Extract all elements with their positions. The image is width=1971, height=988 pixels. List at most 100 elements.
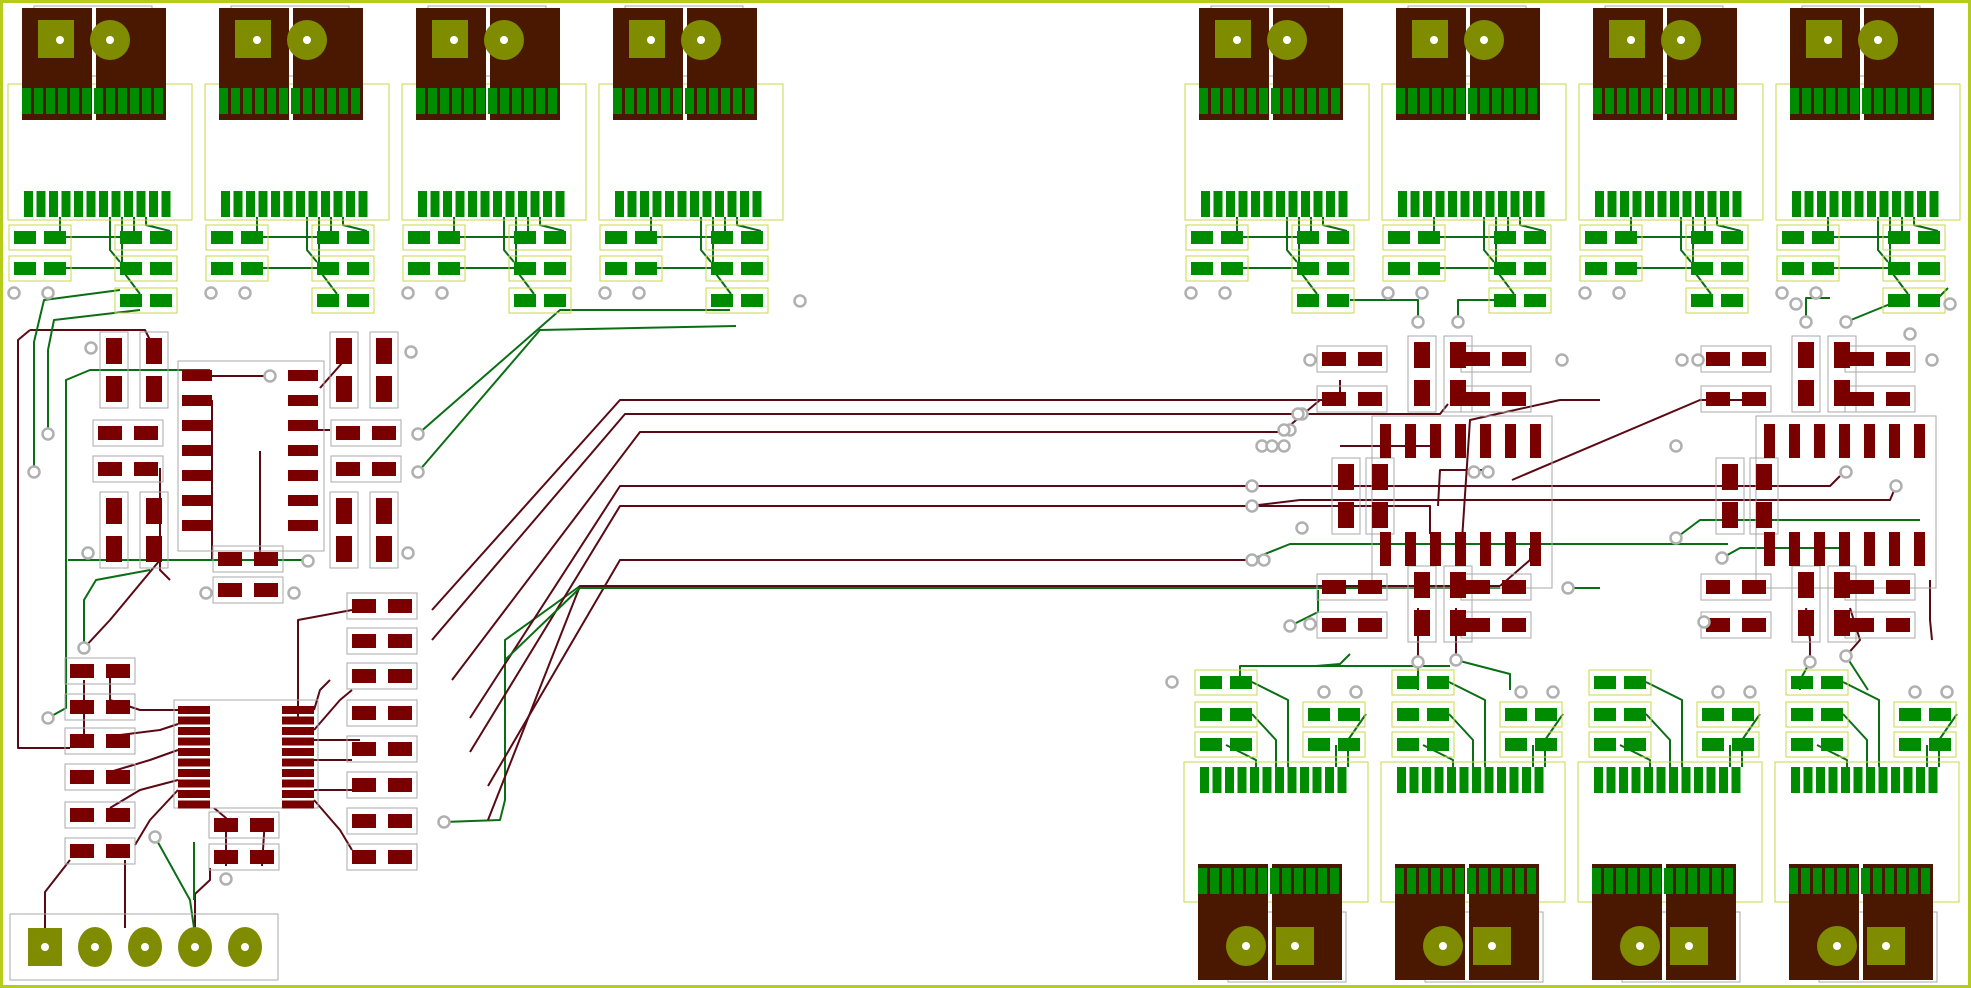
smd-pad	[1732, 738, 1754, 751]
smd-outline	[208, 843, 280, 871]
soic-pin	[178, 769, 210, 777]
pin-pad	[106, 88, 115, 114]
smd-pad	[120, 231, 142, 244]
smd-pad	[1918, 294, 1940, 307]
pin-pad	[1928, 767, 1938, 793]
via	[287, 586, 301, 600]
smd-silk-outline	[1302, 731, 1366, 758]
smd-pad	[1414, 342, 1430, 368]
smd-outline	[1791, 565, 1821, 643]
smd-pad	[514, 231, 536, 244]
smd-outline	[208, 811, 280, 839]
smd-pad	[388, 706, 412, 720]
smd-pad	[98, 462, 122, 476]
smd-silk-outline	[1685, 287, 1749, 314]
pin-pad	[1211, 88, 1220, 114]
smd-pad	[241, 262, 263, 275]
via	[1317, 685, 1331, 699]
smd-pad	[1929, 708, 1951, 721]
smd-pad	[106, 536, 122, 562]
smd-pad	[1397, 738, 1419, 751]
smd-pad	[106, 338, 122, 364]
smd-pad	[106, 700, 130, 714]
smd-pad	[1615, 262, 1637, 275]
trace-bottom	[1511, 399, 1760, 481]
ic-pin	[1839, 532, 1850, 566]
pin-pad	[1826, 88, 1835, 114]
soic-pin	[282, 800, 314, 809]
smd-pad	[1702, 708, 1724, 721]
tht-hole	[106, 36, 114, 44]
smd-pad	[1888, 262, 1910, 275]
pin-pad	[1295, 88, 1304, 114]
smd-pad	[1722, 502, 1738, 528]
pin-pad	[70, 88, 79, 114]
smd-pad	[1888, 231, 1910, 244]
tht-hole	[1874, 36, 1882, 44]
smd-pad	[1322, 580, 1346, 594]
soic-pin	[182, 395, 212, 406]
soic-pin	[288, 495, 318, 506]
pin-pad	[1653, 88, 1662, 114]
smd-pad	[352, 850, 376, 864]
pin-pad	[1604, 868, 1613, 894]
trace-top	[1675, 519, 1920, 539]
smd-pad	[218, 552, 242, 566]
smd-pad	[1691, 262, 1713, 275]
pin-pad	[258, 191, 268, 217]
pin-pad	[1867, 191, 1876, 217]
tht-hole	[1677, 36, 1685, 44]
pin-pad	[1657, 191, 1667, 217]
trace-bottom-bus	[469, 485, 1250, 719]
smd-pad	[317, 262, 339, 275]
pin-pad	[493, 191, 502, 217]
via	[1940, 685, 1954, 699]
soic-outline	[177, 360, 325, 552]
smd-outline	[64, 763, 136, 791]
pin-pad	[1294, 868, 1303, 894]
via	[1908, 685, 1922, 699]
smd-silk-outline	[1488, 287, 1552, 314]
smd-silk-outline	[1685, 255, 1749, 282]
pin-pad	[1681, 767, 1691, 793]
smd-pad	[1221, 262, 1243, 275]
pin-pad	[1498, 191, 1507, 217]
pin-pad	[625, 88, 634, 114]
smd-pad	[1450, 380, 1466, 406]
ic-pin	[1789, 532, 1800, 566]
pin-pad	[1874, 88, 1883, 114]
smd-pad	[1466, 352, 1490, 366]
pin-pad	[505, 191, 515, 217]
trace-top	[1842, 713, 1868, 767]
smd-pad	[70, 664, 94, 678]
trace-top	[1448, 713, 1474, 767]
pin-pad	[1791, 767, 1800, 793]
trace-bottom	[1249, 485, 1897, 507]
via	[148, 830, 162, 844]
via	[1349, 685, 1363, 699]
via	[1283, 619, 1297, 633]
pin-pad	[1527, 868, 1536, 894]
smd-silk-outline	[599, 224, 663, 251]
tht-pad-square	[1215, 20, 1251, 58]
smd-outline	[346, 807, 418, 835]
smd-pad	[1742, 352, 1766, 366]
smd-pad	[1494, 262, 1516, 275]
tht-hole	[1833, 942, 1841, 950]
via	[1245, 479, 1259, 493]
pin-pad	[1420, 88, 1429, 114]
via	[404, 345, 418, 359]
via	[1775, 286, 1789, 300]
smd-silk-outline	[311, 255, 375, 282]
pin-pad	[1503, 868, 1512, 894]
via	[7, 286, 21, 300]
pin-pad	[416, 88, 425, 114]
smd-silk-outline	[114, 287, 178, 314]
connector-body	[1395, 864, 1465, 980]
smd-pad	[1427, 708, 1449, 721]
via	[1467, 465, 1481, 479]
pin-pad	[219, 88, 228, 114]
smd-outline	[212, 576, 284, 604]
pin-pad	[1271, 88, 1280, 114]
smd-pad	[1502, 352, 1526, 366]
